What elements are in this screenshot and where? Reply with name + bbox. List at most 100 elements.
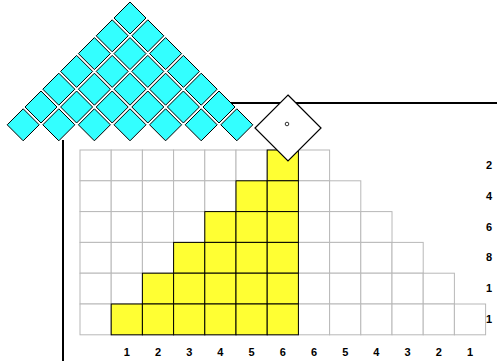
column-number: 2 [436, 346, 442, 359]
yellow-square [267, 304, 298, 335]
grid-cell [80, 242, 111, 273]
grid-cell [236, 304, 267, 335]
grid-cell [267, 212, 298, 243]
grid-cell [174, 181, 205, 212]
cyan-diamond [43, 109, 75, 141]
grid-cell [205, 273, 236, 304]
grid-cell [267, 304, 298, 335]
row-number: 1 [486, 313, 492, 326]
grid-cell [142, 181, 173, 212]
yellow-square [236, 304, 267, 335]
column-number: 2 [155, 346, 161, 359]
column-number: 1 [467, 346, 473, 359]
yellow-square [174, 304, 205, 335]
grid-cell [361, 242, 392, 273]
grid-cell [142, 273, 173, 304]
grid-cell [111, 212, 142, 243]
yellow-square [236, 242, 267, 273]
grid-cell [80, 212, 111, 243]
row-number: 1 [486, 282, 492, 295]
frame-line [220, 102, 497, 104]
yellow-square [236, 181, 267, 212]
cyan-diamond [78, 109, 110, 141]
grid-cell [111, 242, 142, 273]
grid-cell [111, 304, 142, 335]
grid-cell [205, 242, 236, 273]
row-number: 2 [486, 159, 492, 172]
yellow-square [205, 273, 236, 304]
column-number: 4 [217, 346, 223, 359]
grid-cell [80, 273, 111, 304]
yellow-square [205, 304, 236, 335]
column-number: 1 [124, 346, 130, 359]
yellow-square [267, 181, 298, 212]
yellow-square [205, 212, 236, 243]
grid-cell [267, 181, 298, 212]
grid-cell [236, 212, 267, 243]
grid-cell [454, 304, 485, 335]
grid-cell [142, 212, 173, 243]
column-number: 3 [186, 346, 192, 359]
yellow-square [142, 273, 173, 304]
grid-cell [330, 181, 361, 212]
grid-cell [267, 242, 298, 273]
grid-cell [142, 242, 173, 273]
yellow-square [236, 212, 267, 243]
yellow-square [267, 212, 298, 243]
yellow-square [236, 273, 267, 304]
grid-cell [298, 212, 329, 243]
grid-cell [423, 273, 454, 304]
grid-cell [174, 150, 205, 181]
cyan-diamond [7, 109, 39, 141]
grid-cell [174, 304, 205, 335]
grid-cell [174, 273, 205, 304]
grid-cell [330, 273, 361, 304]
cyan-diamond [221, 109, 253, 141]
yellow-square [205, 242, 236, 273]
grid-cell [111, 150, 142, 181]
yellow-square [267, 242, 298, 273]
grid-cell [80, 150, 111, 181]
grid-cell [205, 304, 236, 335]
grid-cell [236, 181, 267, 212]
yellow-square [174, 273, 205, 304]
grid-cell [111, 273, 142, 304]
grid-cell [205, 212, 236, 243]
grid-cell [236, 273, 267, 304]
column-number: 3 [405, 346, 411, 359]
column-number: 6 [311, 346, 317, 359]
grid-cell [298, 304, 329, 335]
grid-cell [142, 150, 173, 181]
row-number: 4 [486, 190, 492, 203]
grid-cell [423, 304, 454, 335]
grid-cell [111, 181, 142, 212]
yellow-square [174, 242, 205, 273]
cyan-diamond [150, 109, 182, 141]
grid-cell [392, 273, 423, 304]
grid-cell [80, 304, 111, 335]
grid-cell [392, 304, 423, 335]
cyan-diamond [185, 109, 217, 141]
row-number: 8 [486, 251, 492, 264]
cyan-diamond [114, 109, 146, 141]
row-number: 6 [486, 221, 492, 234]
grid-cell [174, 212, 205, 243]
column-number: 4 [373, 346, 379, 359]
grid-cell [298, 150, 329, 181]
column-number: 6 [280, 346, 286, 359]
grid-cell [361, 304, 392, 335]
yellow-square [142, 304, 173, 335]
grid-cell [205, 181, 236, 212]
grid-cell [361, 273, 392, 304]
column-number: 5 [342, 346, 348, 359]
grid-cell [236, 150, 267, 181]
grid-cell [236, 242, 267, 273]
small-circle [285, 122, 289, 126]
grid-cell [330, 304, 361, 335]
grid-cell [142, 304, 173, 335]
frame-line [62, 140, 64, 361]
grid-cell [298, 273, 329, 304]
grid-cell [330, 242, 361, 273]
grid-cell [80, 181, 111, 212]
